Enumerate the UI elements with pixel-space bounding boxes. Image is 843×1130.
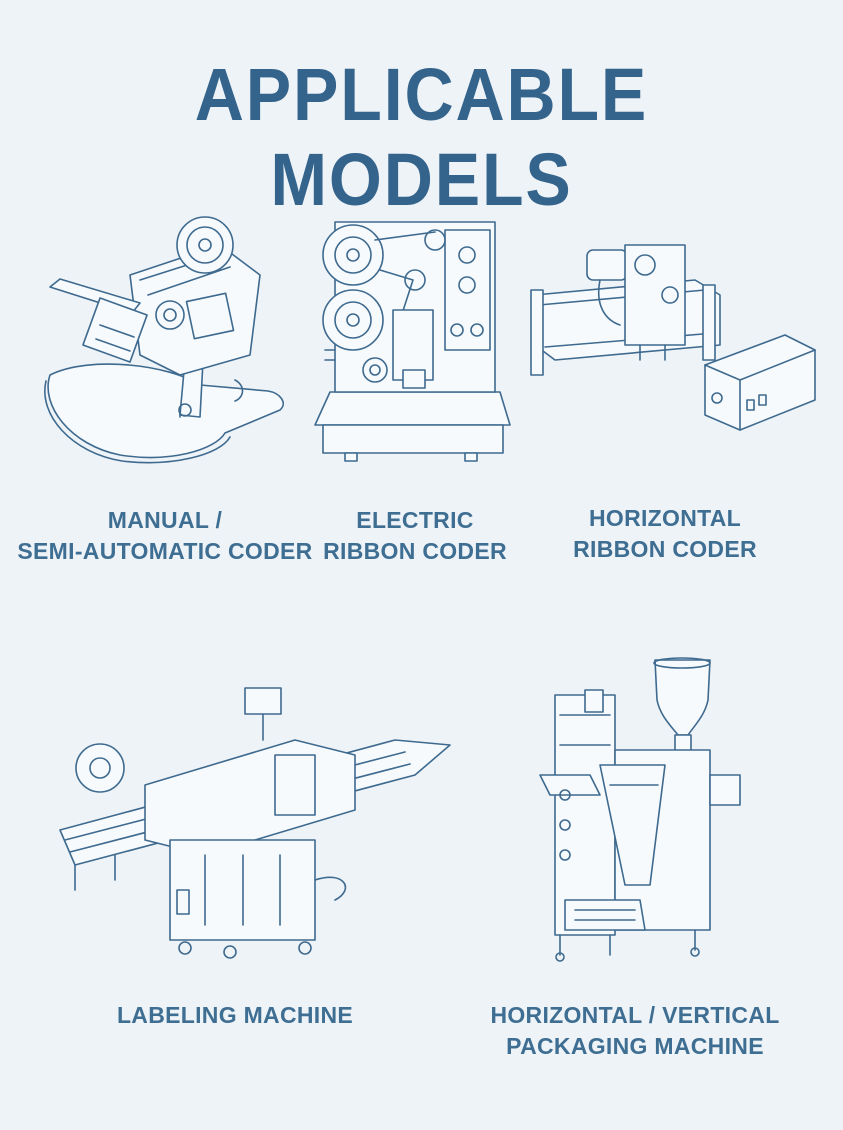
model-card-labeling-machine: LABELING MACHINE <box>55 680 455 1028</box>
caption-line-1: MANUAL / <box>107 507 223 533</box>
packaging-machine-icon <box>539 657 741 962</box>
caption-line-1: ELECTRIC <box>356 507 474 533</box>
caption-line-2: SEMI-AUTOMATIC CODER <box>17 538 313 564</box>
model-card-electric-ribbon-coder: ELECTRIC RIBBON CODER <box>305 210 525 564</box>
caption-line-1: LABELING MACHINE <box>116 1002 354 1028</box>
model-caption: LABELING MACHINE <box>35 1000 435 1031</box>
model-card-packaging-machine: HORIZONTAL / VERTICAL PACKAGING MACHINE <box>490 655 779 1059</box>
caption-line-2: RIBBON CODER <box>323 538 507 564</box>
caption-line-1: HORIZONTAL / VERTICAL <box>490 1002 780 1028</box>
model-card-horizontal-ribbon-coder: HORIZONTAL RIBBON CODER <box>525 235 820 562</box>
electric-ribbon-coder-icon <box>314 221 511 462</box>
model-caption: HORIZONTAL / VERTICAL PACKAGING MACHINE <box>480 1000 790 1062</box>
model-card-manual-coder: MANUAL / SEMI-AUTOMATIC CODER <box>17 205 312 564</box>
manual-coder-icon <box>44 216 284 464</box>
page-title: APPLICABLE MODELS <box>194 53 649 221</box>
model-caption: HORIZONTAL RIBBON CODER <box>505 503 825 565</box>
model-caption: MANUAL / SEMI-AUTOMATIC CODER <box>10 505 320 567</box>
horizontal-ribbon-coder-icon <box>530 244 816 431</box>
caption-line-2: PACKAGING MACHINE <box>506 1033 764 1059</box>
caption-line-2: RIBBON CODER <box>573 536 757 562</box>
labeling-machine-icon <box>59 687 451 959</box>
caption-line-1: HORIZONTAL <box>588 505 742 531</box>
model-caption: ELECTRIC RIBBON CODER <box>280 505 550 567</box>
